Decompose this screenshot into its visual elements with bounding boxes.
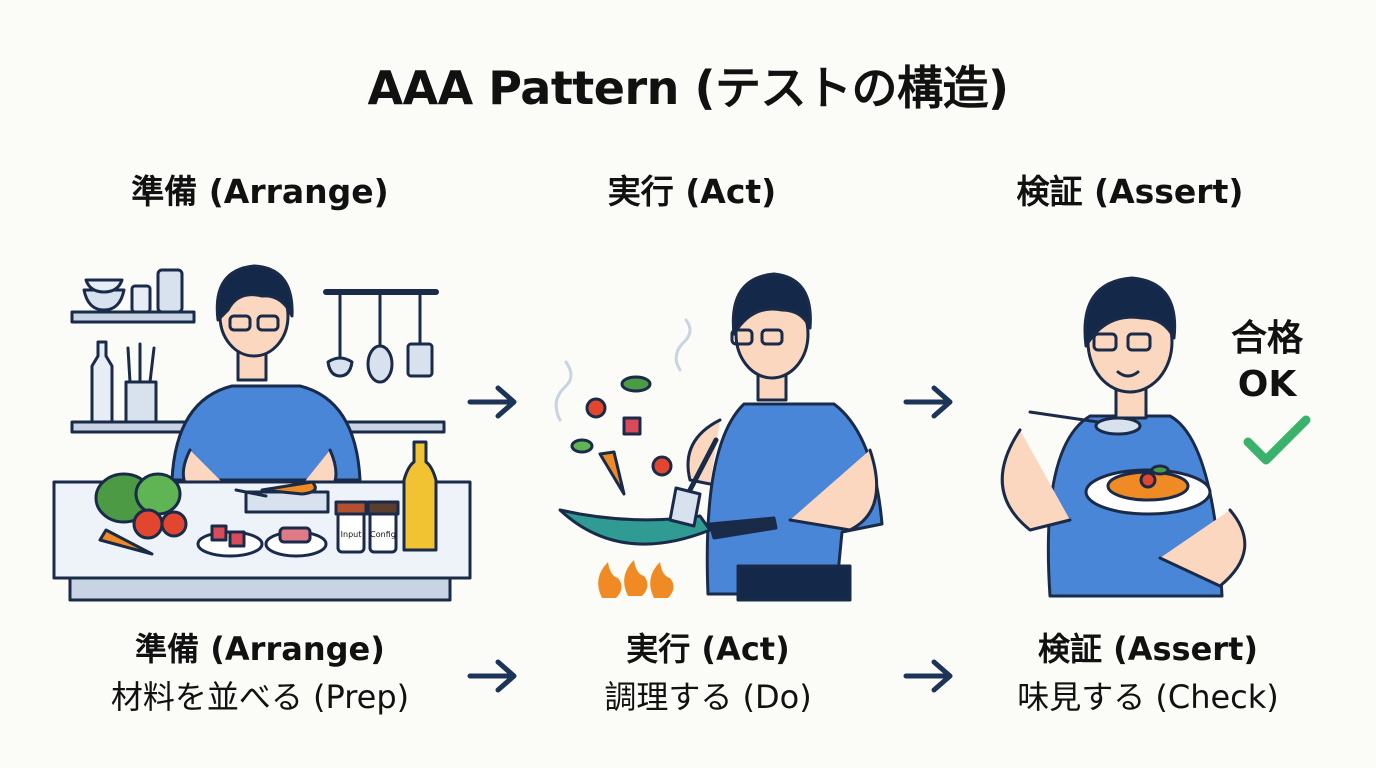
caption-act-desc: 調理する (Do) bbox=[604, 678, 812, 716]
caption-arrange-title: 準備 (Arrange) bbox=[135, 630, 385, 668]
pass-badge: 合格 OK bbox=[1212, 316, 1322, 408]
caption-arrange-desc: 材料を並べる (Prep) bbox=[110, 678, 410, 716]
caption-assert-desc: 味見する (Check) bbox=[1017, 678, 1279, 716]
stage-heading-act: 実行 (Act) bbox=[607, 172, 777, 211]
caption-assert-title: 検証 (Assert) bbox=[1037, 630, 1259, 668]
jar-label-input: Input bbox=[341, 530, 362, 539]
badge-line-2: OK bbox=[1237, 364, 1297, 405]
stage-heading-arrange: 準備 (Arrange) bbox=[131, 172, 389, 211]
page-title: AAA Pattern (テストの構造) bbox=[367, 61, 1009, 115]
act-illustration bbox=[554, 272, 884, 602]
caption-act: 実行 (Act) 調理する (Do) bbox=[488, 625, 928, 721]
arrow-right-icon bbox=[903, 659, 953, 693]
arrange-illustration: Input Config bbox=[52, 264, 472, 602]
arrow-right-icon bbox=[903, 385, 953, 419]
caption-assert: 検証 (Assert) 味見する (Check) bbox=[928, 625, 1368, 721]
jar-label-config: Config bbox=[370, 530, 396, 539]
arrow-right-icon bbox=[467, 385, 517, 419]
check-mark-icon bbox=[1243, 415, 1311, 465]
badge-line-1: 合格 bbox=[1230, 318, 1303, 359]
caption-act-title: 実行 (Act) bbox=[626, 630, 790, 668]
arrow-right-icon bbox=[467, 659, 517, 693]
caption-arrange: 準備 (Arrange) 材料を並べる (Prep) bbox=[40, 625, 480, 721]
assert-illustration bbox=[1000, 276, 1247, 598]
stage-heading-assert: 検証 (Assert) bbox=[1016, 172, 1244, 211]
